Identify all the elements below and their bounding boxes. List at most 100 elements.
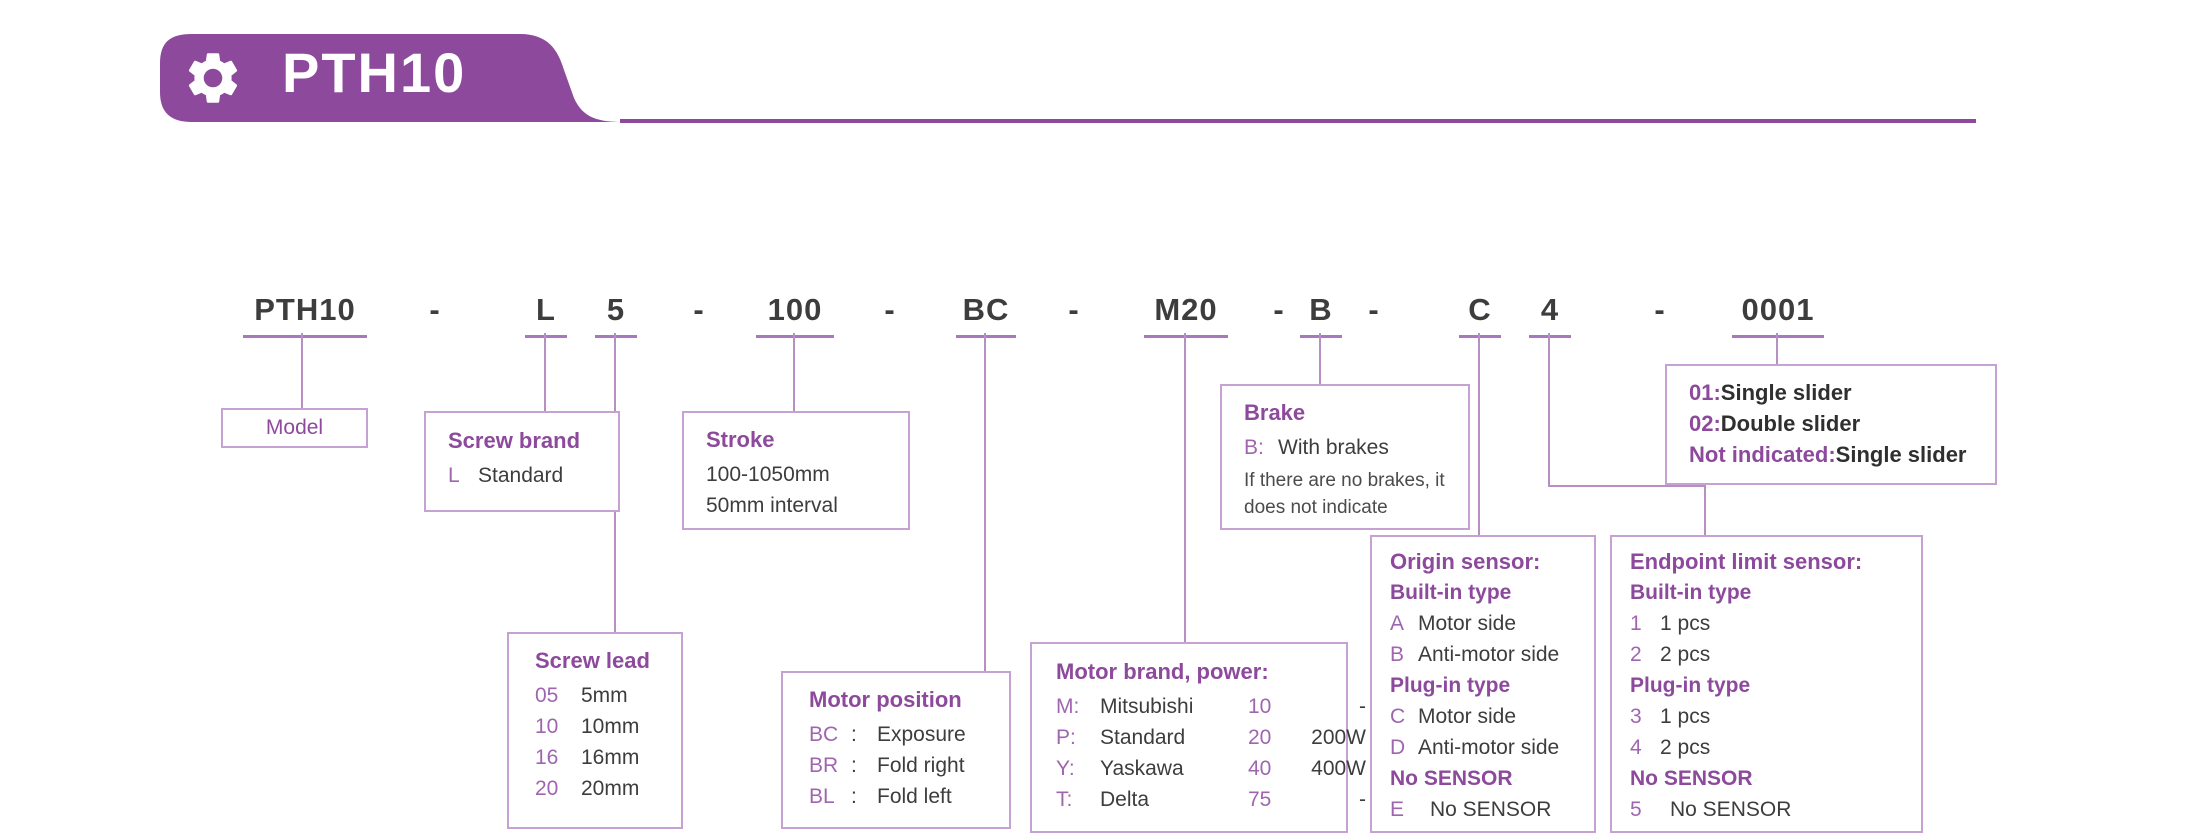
code-seg-screw-lead: 5 [595, 292, 637, 338]
box-title: Brake [1244, 400, 1306, 425]
option-desc: Exposure [877, 723, 966, 746]
power-value: 400W [1311, 757, 1366, 780]
gear-icon [188, 53, 238, 103]
option-code: 2 [1630, 643, 1642, 666]
box-title: Stroke [706, 427, 775, 452]
option-code: BL [809, 785, 835, 808]
option-row: 2 2 pcs [1630, 639, 1921, 670]
connector-stroke [793, 333, 795, 411]
option-row: BC : Exposure [809, 719, 1009, 750]
option-row: Not indicated:Single slider [1689, 439, 1995, 470]
code-dash: - [693, 292, 705, 327]
option-code: 5 [1630, 798, 1642, 821]
option-code: D [1390, 736, 1406, 759]
option-row: L Standard [448, 460, 618, 491]
option-code: M: [1056, 695, 1080, 718]
page-title: PTH10 [282, 41, 467, 104]
code-dash: - [1654, 292, 1666, 327]
connector-endpoint-h [1548, 485, 1706, 487]
option-row: C Motor side [1390, 701, 1594, 732]
connector-endpoint-v2 [1704, 485, 1706, 535]
option-desc: Motor side [1418, 612, 1517, 635]
option-separator: : [851, 785, 857, 808]
option-row: 16 16mm [535, 742, 681, 773]
option-code: T: [1056, 788, 1073, 811]
option-code: 3 [1630, 705, 1642, 728]
connector-slider [1776, 333, 1778, 364]
code-seg-motor-position: BC [956, 292, 1016, 338]
code-seg-origin-sensor: C [1459, 292, 1501, 338]
connector-brake [1319, 333, 1321, 384]
option-row: BR : Fold right [809, 750, 1009, 781]
option-code: 01: [1689, 380, 1721, 405]
option-desc: 2 pcs [1660, 643, 1711, 666]
option-code: BC [809, 723, 839, 746]
model-box: Model [221, 408, 368, 448]
option-code: 02: [1689, 411, 1721, 436]
option-code: L [448, 464, 460, 487]
nosensor-heading: No SENSOR [1630, 767, 1753, 790]
option-desc: Single slider [1835, 442, 1967, 467]
option-code: 05 [535, 684, 559, 707]
header-rule [620, 119, 1976, 123]
power-code: 10 [1248, 695, 1272, 718]
power-code: 20 [1248, 726, 1272, 749]
option-desc: 16mm [581, 746, 640, 769]
option-row: 4 2 pcs [1630, 732, 1921, 763]
screw-brand-box: Screw brand L Standard [424, 411, 620, 512]
option-code: BR [809, 754, 839, 777]
plugin-heading: Plug-in type [1630, 674, 1751, 697]
option-row: D Anti-motor side [1390, 732, 1594, 763]
builtin-heading: Built-in type [1630, 581, 1752, 604]
option-code: 16 [535, 746, 559, 769]
option-code: Y: [1056, 757, 1075, 780]
brake-box: Brake B: With brakes If there are no bra… [1220, 384, 1470, 530]
connector-motor-brand [1184, 333, 1186, 642]
code-dash: - [884, 292, 896, 327]
brand-name: Standard [1100, 726, 1186, 749]
option-code: 10 [535, 715, 559, 738]
code-dash: - [429, 292, 441, 327]
option-code: E [1390, 798, 1405, 821]
option-desc: Single slider [1720, 380, 1852, 405]
header-tab [160, 34, 1976, 123]
option-row: 20 20mm [535, 773, 681, 804]
option-desc: No SENSOR [1670, 798, 1792, 821]
stroke-box: Stroke 100-1050mm 50mm interval [682, 411, 910, 530]
option-desc: Double slider [1720, 411, 1861, 436]
stroke-interval: 50mm interval [706, 494, 838, 517]
option-desc: Fold left [877, 785, 952, 808]
code-dash: - [1068, 292, 1080, 327]
option-code: B: [1244, 436, 1264, 459]
brake-note-line1: If there are no brakes, it [1244, 470, 1445, 491]
option-row: 02:Double slider [1689, 408, 1995, 439]
option-code: 20 [535, 777, 559, 800]
option-desc: 1 pcs [1660, 612, 1711, 635]
connector-origin-sensor [1478, 333, 1480, 535]
brake-note: If there are no brakes, it does not indi… [1244, 467, 1468, 521]
stroke-range: 100-1050mm [706, 463, 830, 486]
power-value: - [1359, 695, 1366, 718]
option-row: A Motor side [1390, 608, 1594, 639]
option-desc: 20mm [581, 777, 640, 800]
option-code: Not indicated: [1689, 442, 1836, 467]
power-value: 200W [1311, 726, 1366, 749]
connector-endpoint-v1 [1548, 333, 1550, 485]
code-dash: - [1273, 292, 1285, 327]
option-desc: 2 pcs [1660, 736, 1711, 759]
option-code: B [1390, 643, 1405, 666]
option-desc: Fold right [877, 754, 965, 777]
option-row: M: Mitsubishi 10 - [1056, 691, 1366, 722]
box-title: Screw lead [535, 648, 650, 673]
box-title: Origin sensor: [1390, 549, 1541, 574]
option-row: B: With brakes [1244, 432, 1468, 463]
option-row: P: Standard 20 200W [1056, 722, 1366, 753]
builtin-heading: Built-in type [1390, 581, 1512, 604]
brand-name: Mitsubishi [1100, 695, 1194, 718]
option-row: 3 1 pcs [1630, 701, 1921, 732]
option-row: 01:Single slider [1689, 377, 1995, 408]
option-desc: No SENSOR [1430, 798, 1552, 821]
connector-screw-brand [544, 333, 546, 411]
option-desc: Anti-motor side [1418, 736, 1560, 759]
